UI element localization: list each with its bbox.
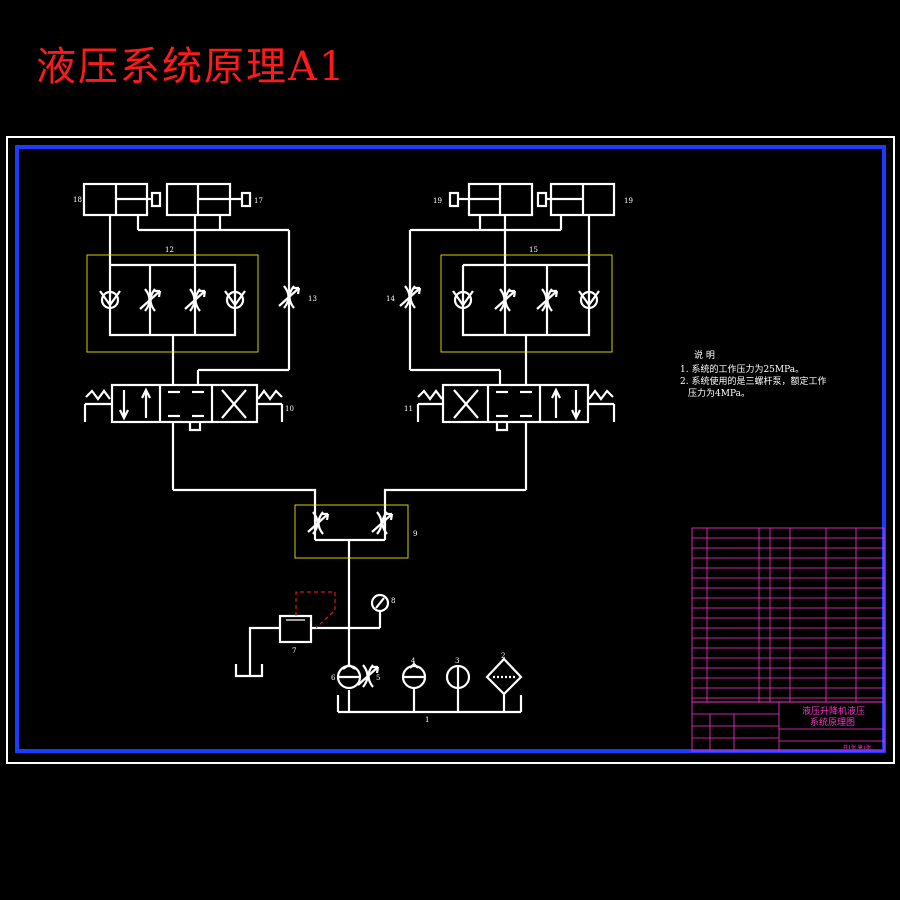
callout-5: 5 [376, 674, 380, 682]
pressure-gauge-8 [370, 593, 390, 613]
cylinder-18 [82, 182, 162, 217]
parts-list-table [691, 527, 885, 703]
callout-17: 17 [254, 197, 263, 205]
dashed-module-9 [294, 504, 409, 559]
cylinder-17 [165, 182, 252, 217]
callout-12: 12 [165, 246, 174, 254]
callout-3: 3 [455, 657, 459, 665]
notes-heading: 说 明 [694, 349, 715, 361]
drawing-title: 液压系统原理A1 [36, 44, 347, 90]
directional-valve-11 [416, 383, 616, 490]
callout-19a: 19 [433, 197, 442, 205]
relief-valve-7 [278, 591, 336, 644]
notes-line-2: 2. 系统使用的是三螺杆泵，额定工作 [680, 375, 826, 387]
accumulator-4 [401, 662, 427, 690]
callout-2: 2 [501, 652, 505, 660]
title-block [691, 701, 885, 752]
inner-border [15, 145, 886, 753]
cylinder-19a [448, 182, 534, 217]
callout-15: 15 [529, 246, 538, 254]
callout-10: 10 [285, 405, 294, 413]
drawing-name-line-2: 系统原理图 [810, 716, 855, 728]
dashed-module-15 [440, 254, 613, 353]
callout-19b: 19 [624, 197, 633, 205]
callout-14: 14 [386, 295, 395, 303]
outer-frame [6, 136, 895, 764]
throttle-valve-9a [306, 510, 330, 536]
directional-valve-10 [83, 383, 284, 490]
dashed-module-12 [86, 254, 259, 353]
callout-7: 7 [292, 647, 296, 655]
throttle-valve-9b [370, 510, 394, 536]
callout-4: 4 [411, 657, 416, 665]
callout-1: 1 [425, 716, 429, 724]
callout-11: 11 [404, 405, 413, 413]
notes-line-3: 压力为4MPa。 [688, 387, 750, 399]
callout-13: 13 [308, 295, 317, 303]
main-supply-line [173, 488, 526, 714]
pump-3 [445, 664, 471, 690]
cylinder-19b [536, 182, 616, 217]
pump-6 [336, 663, 362, 690]
callout-8: 8 [391, 597, 395, 605]
drawing-name-line-1: 液压升降机液压 [802, 705, 865, 717]
notes-line-1: 1. 系统的工作压力为25MPa。 [680, 363, 804, 375]
right-pipework [408, 215, 591, 385]
sheet-info: 共1张 第1张 [843, 744, 871, 751]
callout-9: 9 [413, 530, 417, 538]
left-pipework [108, 215, 291, 385]
filter-2 [485, 657, 523, 696]
callout-6: 6 [331, 674, 336, 682]
callout-18: 18 [73, 196, 82, 204]
